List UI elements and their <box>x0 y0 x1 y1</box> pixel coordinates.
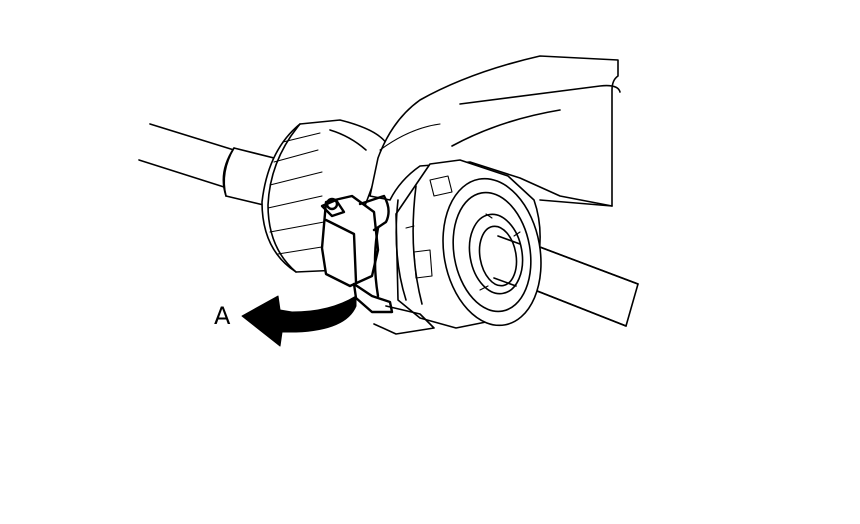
callout-label-a: A <box>214 302 231 330</box>
left-hose <box>138 123 235 188</box>
rotation-arrow-icon <box>241 295 357 347</box>
release-clip <box>320 194 435 335</box>
coupling-face-rings <box>442 177 542 327</box>
pipe-through-center <box>493 235 521 287</box>
hand <box>369 55 621 207</box>
